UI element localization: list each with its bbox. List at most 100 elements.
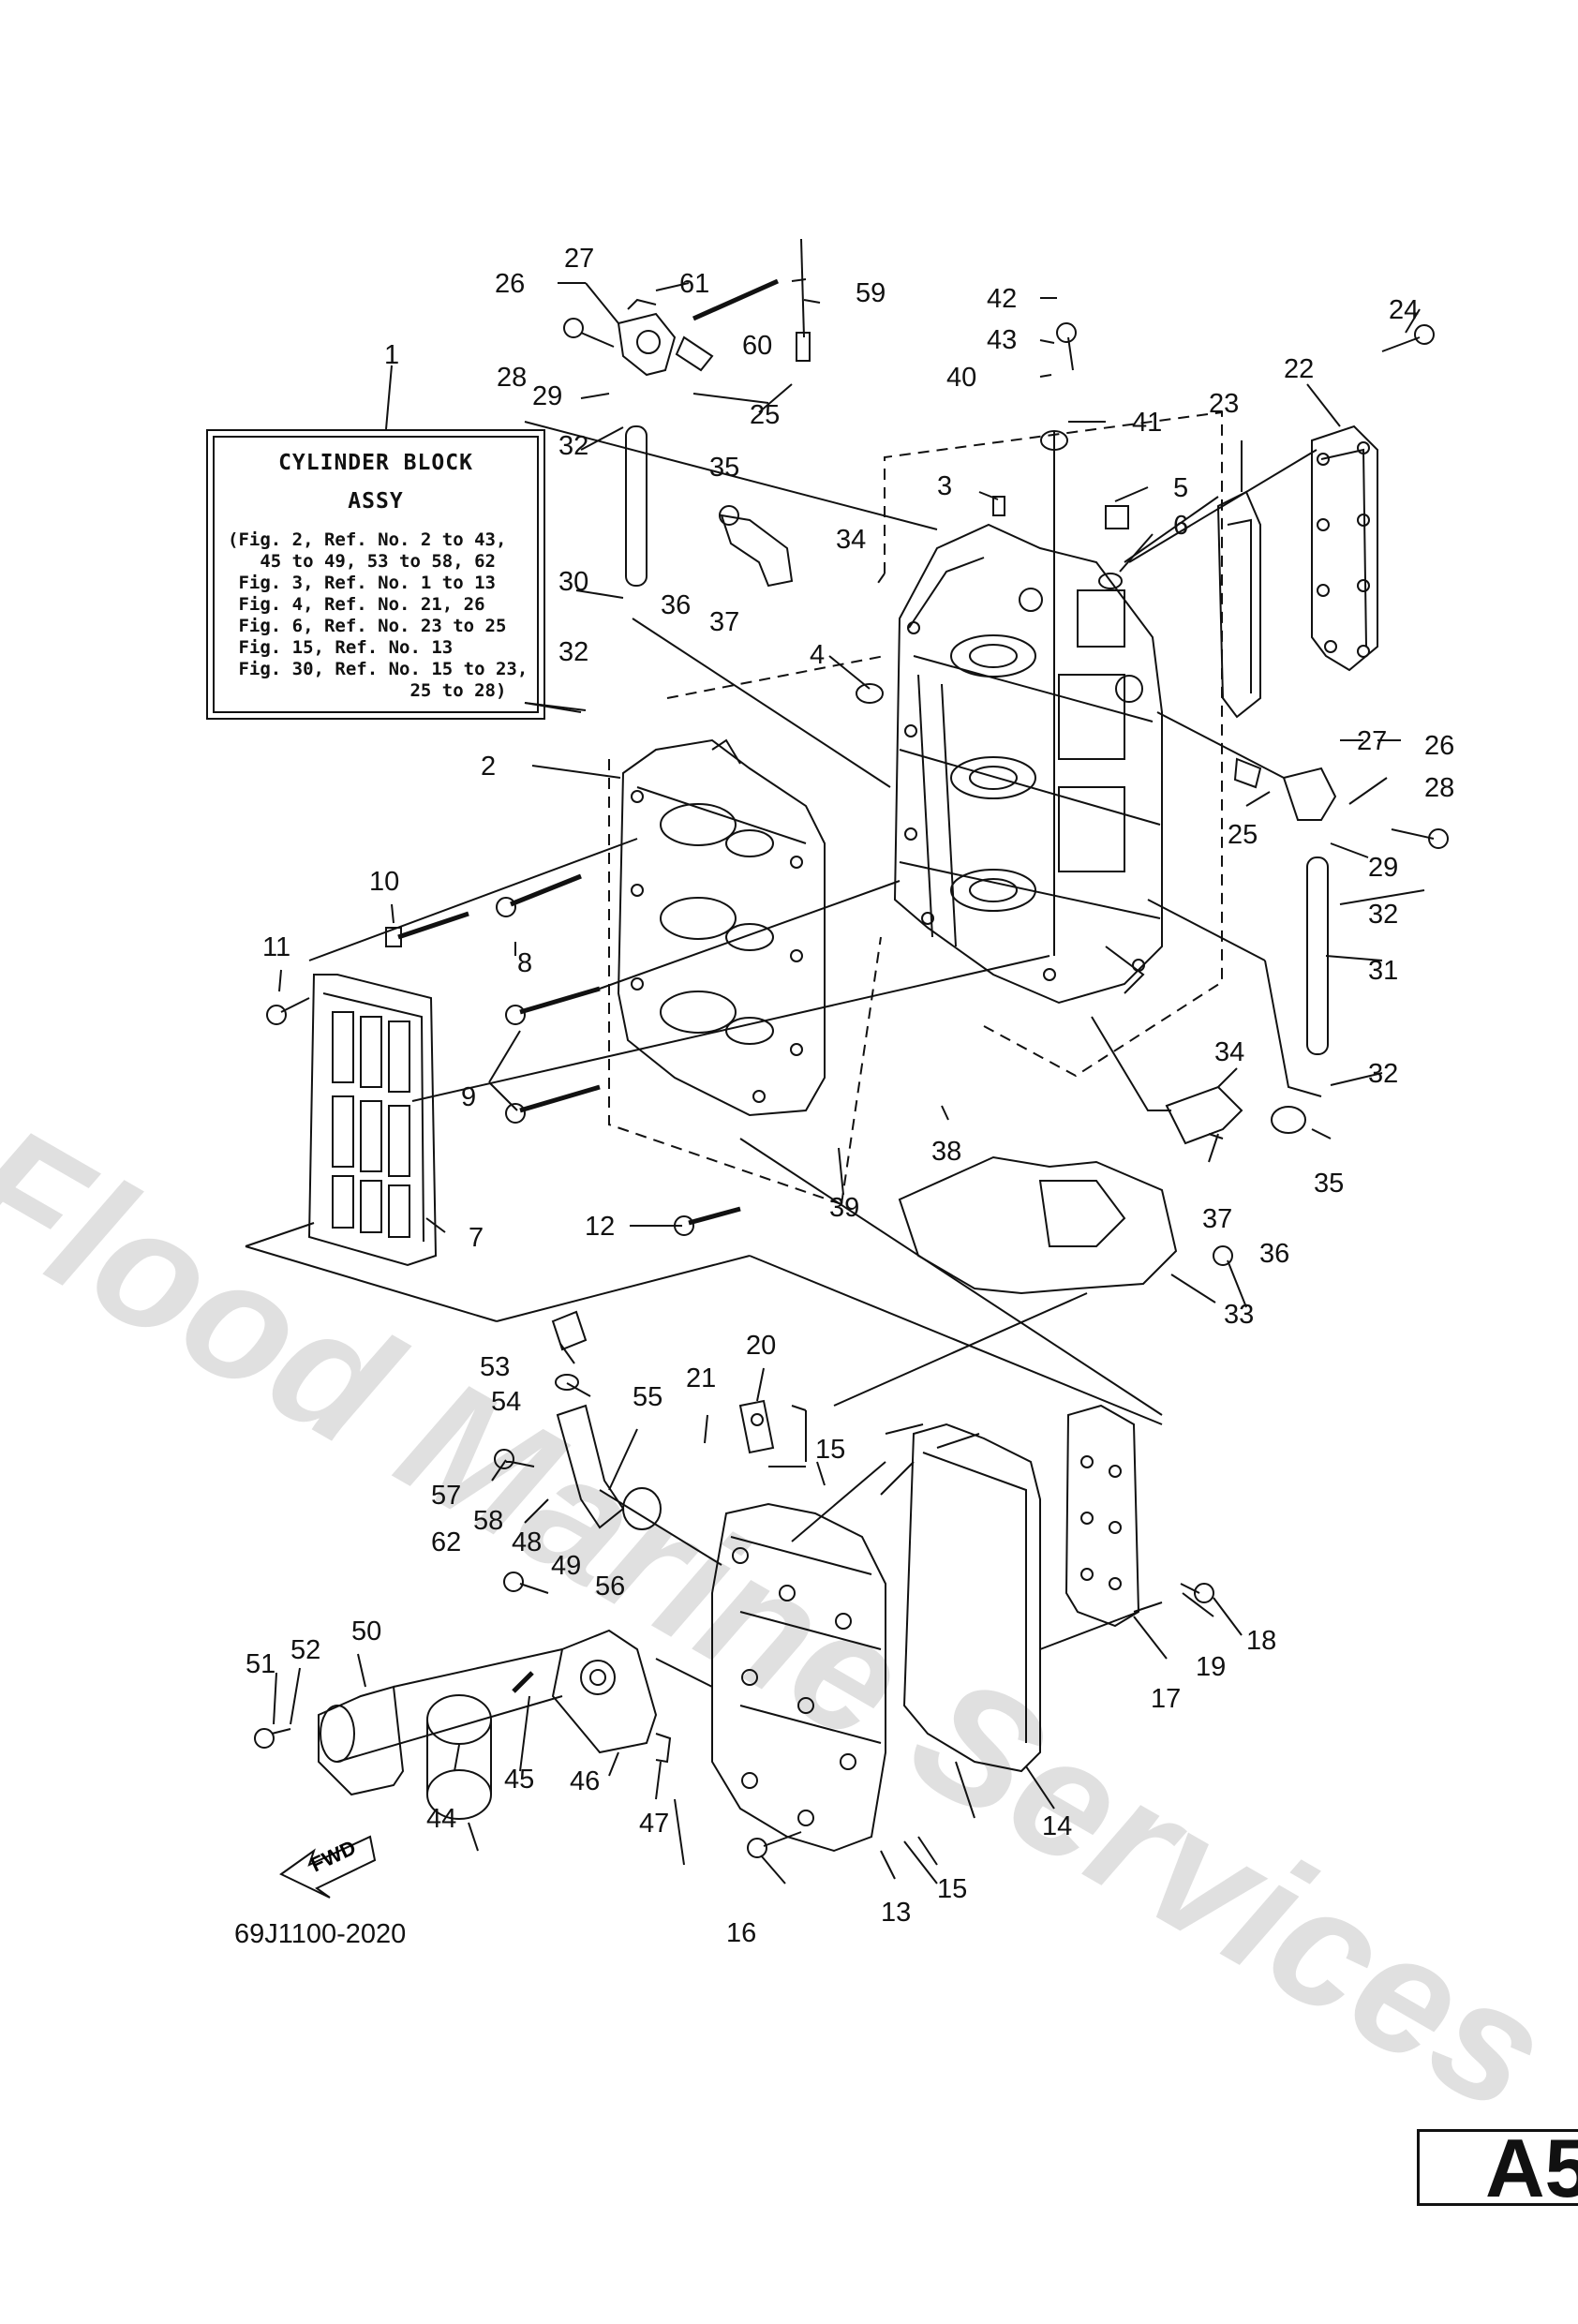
callout-60: 60 (742, 331, 772, 361)
callout-49: 49 (551, 1551, 581, 1581)
lower-housing-and-gasket (711, 1404, 1140, 1853)
callout-17: 17 (1151, 1684, 1181, 1714)
callout-50: 50 (351, 1616, 381, 1646)
callout-13: 13 (881, 1898, 911, 1928)
callout-54: 54 (491, 1387, 521, 1417)
callout-62: 62 (431, 1527, 461, 1557)
callout-32-d: 32 (1368, 1059, 1398, 1089)
callout-labels: 1 2 3 4 5 6 7 8 9 10 11 12 13 14 15 15 1… (246, 244, 1454, 1948)
callout-36-lower: 36 (1259, 1239, 1289, 1269)
callout-55: 55 (633, 1382, 662, 1412)
legend-line: 45 to 49, 53 to 58, 62 (228, 551, 496, 572)
callout-6: 6 (1173, 511, 1188, 541)
callout-14: 14 (1042, 1811, 1072, 1841)
callout-28-lower: 28 (1424, 773, 1454, 803)
callout-24: 24 (1389, 295, 1419, 325)
fwd-arrow (279, 1835, 377, 1899)
callout-25-upper: 25 (750, 400, 780, 430)
callout-26-upper: 26 (495, 269, 525, 299)
callout-4: 4 (810, 640, 825, 670)
callout-15-upper: 15 (815, 1435, 845, 1465)
callout-41: 41 (1132, 408, 1162, 438)
callout-61: 61 (679, 269, 709, 299)
callout-39: 39 (829, 1193, 859, 1223)
oil-pan-gasket (898, 1155, 1178, 1295)
callout-30: 30 (558, 567, 588, 597)
callout-32-a: 32 (558, 431, 588, 461)
callout-32-b: 32 (558, 637, 588, 667)
callout-25-lower: 25 (1228, 820, 1258, 850)
callout-57: 57 (431, 1481, 461, 1511)
callout-20: 20 (746, 1331, 776, 1361)
callout-28-upper: 28 (497, 363, 527, 393)
legend-title: CYLINDER BLOCK (278, 451, 473, 475)
callout-38: 38 (931, 1137, 961, 1167)
legend-line: (Fig. 2, Ref. No. 2 to 43, (228, 529, 507, 550)
page-tab: A5 (1417, 2127, 1578, 2210)
callout-31: 31 (1368, 956, 1398, 986)
thermostat-housing-upper (617, 238, 811, 588)
callout-18: 18 (1246, 1626, 1276, 1656)
exhaust-cover (307, 974, 438, 1267)
callout-34-lower: 34 (1214, 1037, 1244, 1067)
exploded-guide-lines (245, 393, 1322, 1819)
callout-47: 47 (639, 1809, 669, 1839)
legend-line: Fig. 6, Ref. No. 23 to 25 (228, 616, 507, 636)
callout-8: 8 (517, 948, 532, 978)
assembly-legend-box: CYLINDER BLOCK ASSY (Fig. 2, Ref. No. 2 … (206, 429, 545, 720)
callout-52: 52 (290, 1635, 320, 1665)
callout-10: 10 (369, 867, 399, 897)
callout-3: 3 (937, 471, 952, 501)
callout-46: 46 (570, 1766, 600, 1796)
callout-34-upper: 34 (836, 525, 866, 555)
legend-subtitle: ASSY (348, 489, 404, 514)
callout-40: 40 (946, 363, 976, 393)
callout-27-lower: 27 (1357, 726, 1387, 756)
callout-48: 48 (512, 1527, 542, 1557)
callout-21: 21 (686, 1363, 716, 1393)
callout-19: 19 (1196, 1652, 1226, 1682)
thermostat-housing-lower (1165, 757, 1337, 1145)
callout-58: 58 (473, 1506, 503, 1536)
callout-45: 45 (504, 1765, 534, 1795)
callout-23: 23 (1209, 389, 1239, 419)
callout-32-c: 32 (1368, 900, 1398, 930)
callout-35-upper: 35 (709, 453, 739, 483)
callout-51: 51 (246, 1649, 275, 1679)
callout-44: 44 (426, 1804, 456, 1834)
callout-29-upper: 29 (532, 381, 562, 411)
callout-29-lower: 29 (1368, 853, 1398, 883)
callout-7: 7 (469, 1223, 484, 1253)
callout-33: 33 (1224, 1300, 1254, 1330)
callout-43: 43 (987, 325, 1017, 355)
callout-12: 12 (585, 1212, 615, 1242)
oil-filter-assembly (318, 1629, 672, 1820)
legend-line: Fig. 15, Ref. No. 13 (228, 637, 454, 658)
callout-37-upper: 37 (709, 607, 739, 637)
callout-9: 9 (461, 1082, 476, 1112)
callout-42: 42 (987, 284, 1017, 314)
drawing-code: 69J1100-2020 (234, 1919, 407, 1949)
legend-line: Fig. 4, Ref. No. 21, 26 (228, 594, 485, 615)
callout-37-lower: 37 (1202, 1204, 1232, 1234)
callout-22: 22 (1284, 354, 1314, 384)
callout-53: 53 (480, 1352, 510, 1382)
cylinder-block-casting (893, 523, 1163, 1005)
callout-15-lower: 15 (937, 1874, 967, 1904)
callout-26-lower: 26 (1424, 731, 1454, 761)
leader-lines (273, 278, 1425, 1885)
callout-2: 2 (481, 752, 496, 782)
callout-5: 5 (1173, 473, 1188, 503)
assembly-legend-inner: CYLINDER BLOCK ASSY (Fig. 2, Ref. No. 2 … (213, 436, 539, 713)
crankcase (617, 738, 826, 1117)
callout-59: 59 (856, 278, 886, 308)
callout-16: 16 (726, 1918, 756, 1948)
callout-35-lower: 35 (1314, 1169, 1344, 1199)
legend-line: Fig. 30, Ref. No. 15 to 23, (228, 659, 528, 679)
callout-11: 11 (262, 932, 290, 962)
callout-27-upper: 27 (564, 244, 594, 274)
legend-line: Fig. 3, Ref. No. 1 to 13 (228, 573, 496, 593)
oil-filler-neck (551, 1310, 775, 1530)
